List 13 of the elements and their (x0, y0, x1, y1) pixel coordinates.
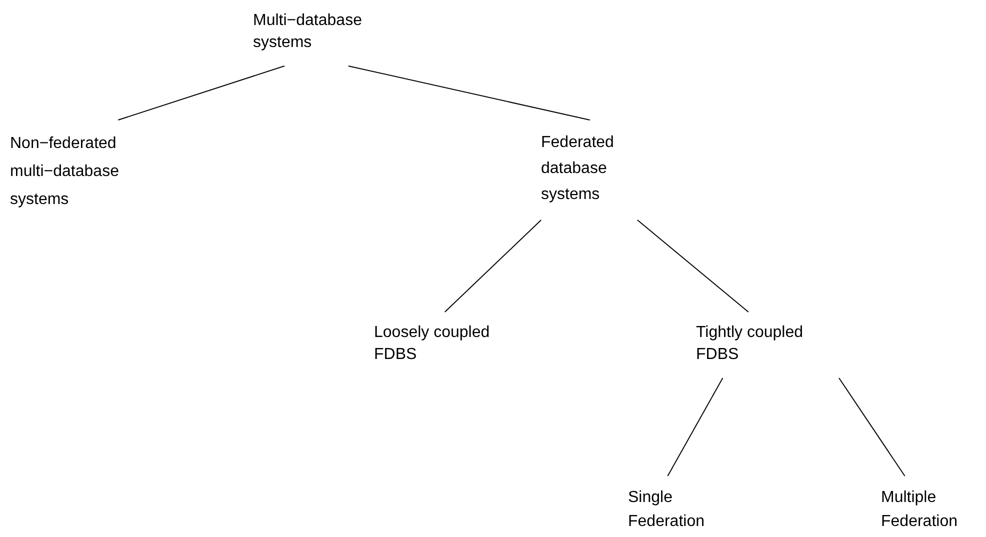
connector-line (118, 66, 285, 120)
node-label: Multiple Federation (881, 488, 958, 532)
connector-line (348, 66, 590, 120)
node-label: Non−federated multi−database systems (10, 134, 120, 210)
node-label: Single Federation (628, 488, 706, 532)
node-label: Tightly coupled FDBS (696, 323, 804, 365)
connector-line (667, 378, 724, 476)
node-label: Federated database systems (541, 133, 615, 205)
connector-line (444, 220, 542, 312)
node-label: Multi−database systems (253, 11, 363, 53)
connector-line (636, 220, 749, 312)
node-label: Loosely coupled FDBS (374, 323, 491, 365)
connector-line (838, 378, 906, 476)
